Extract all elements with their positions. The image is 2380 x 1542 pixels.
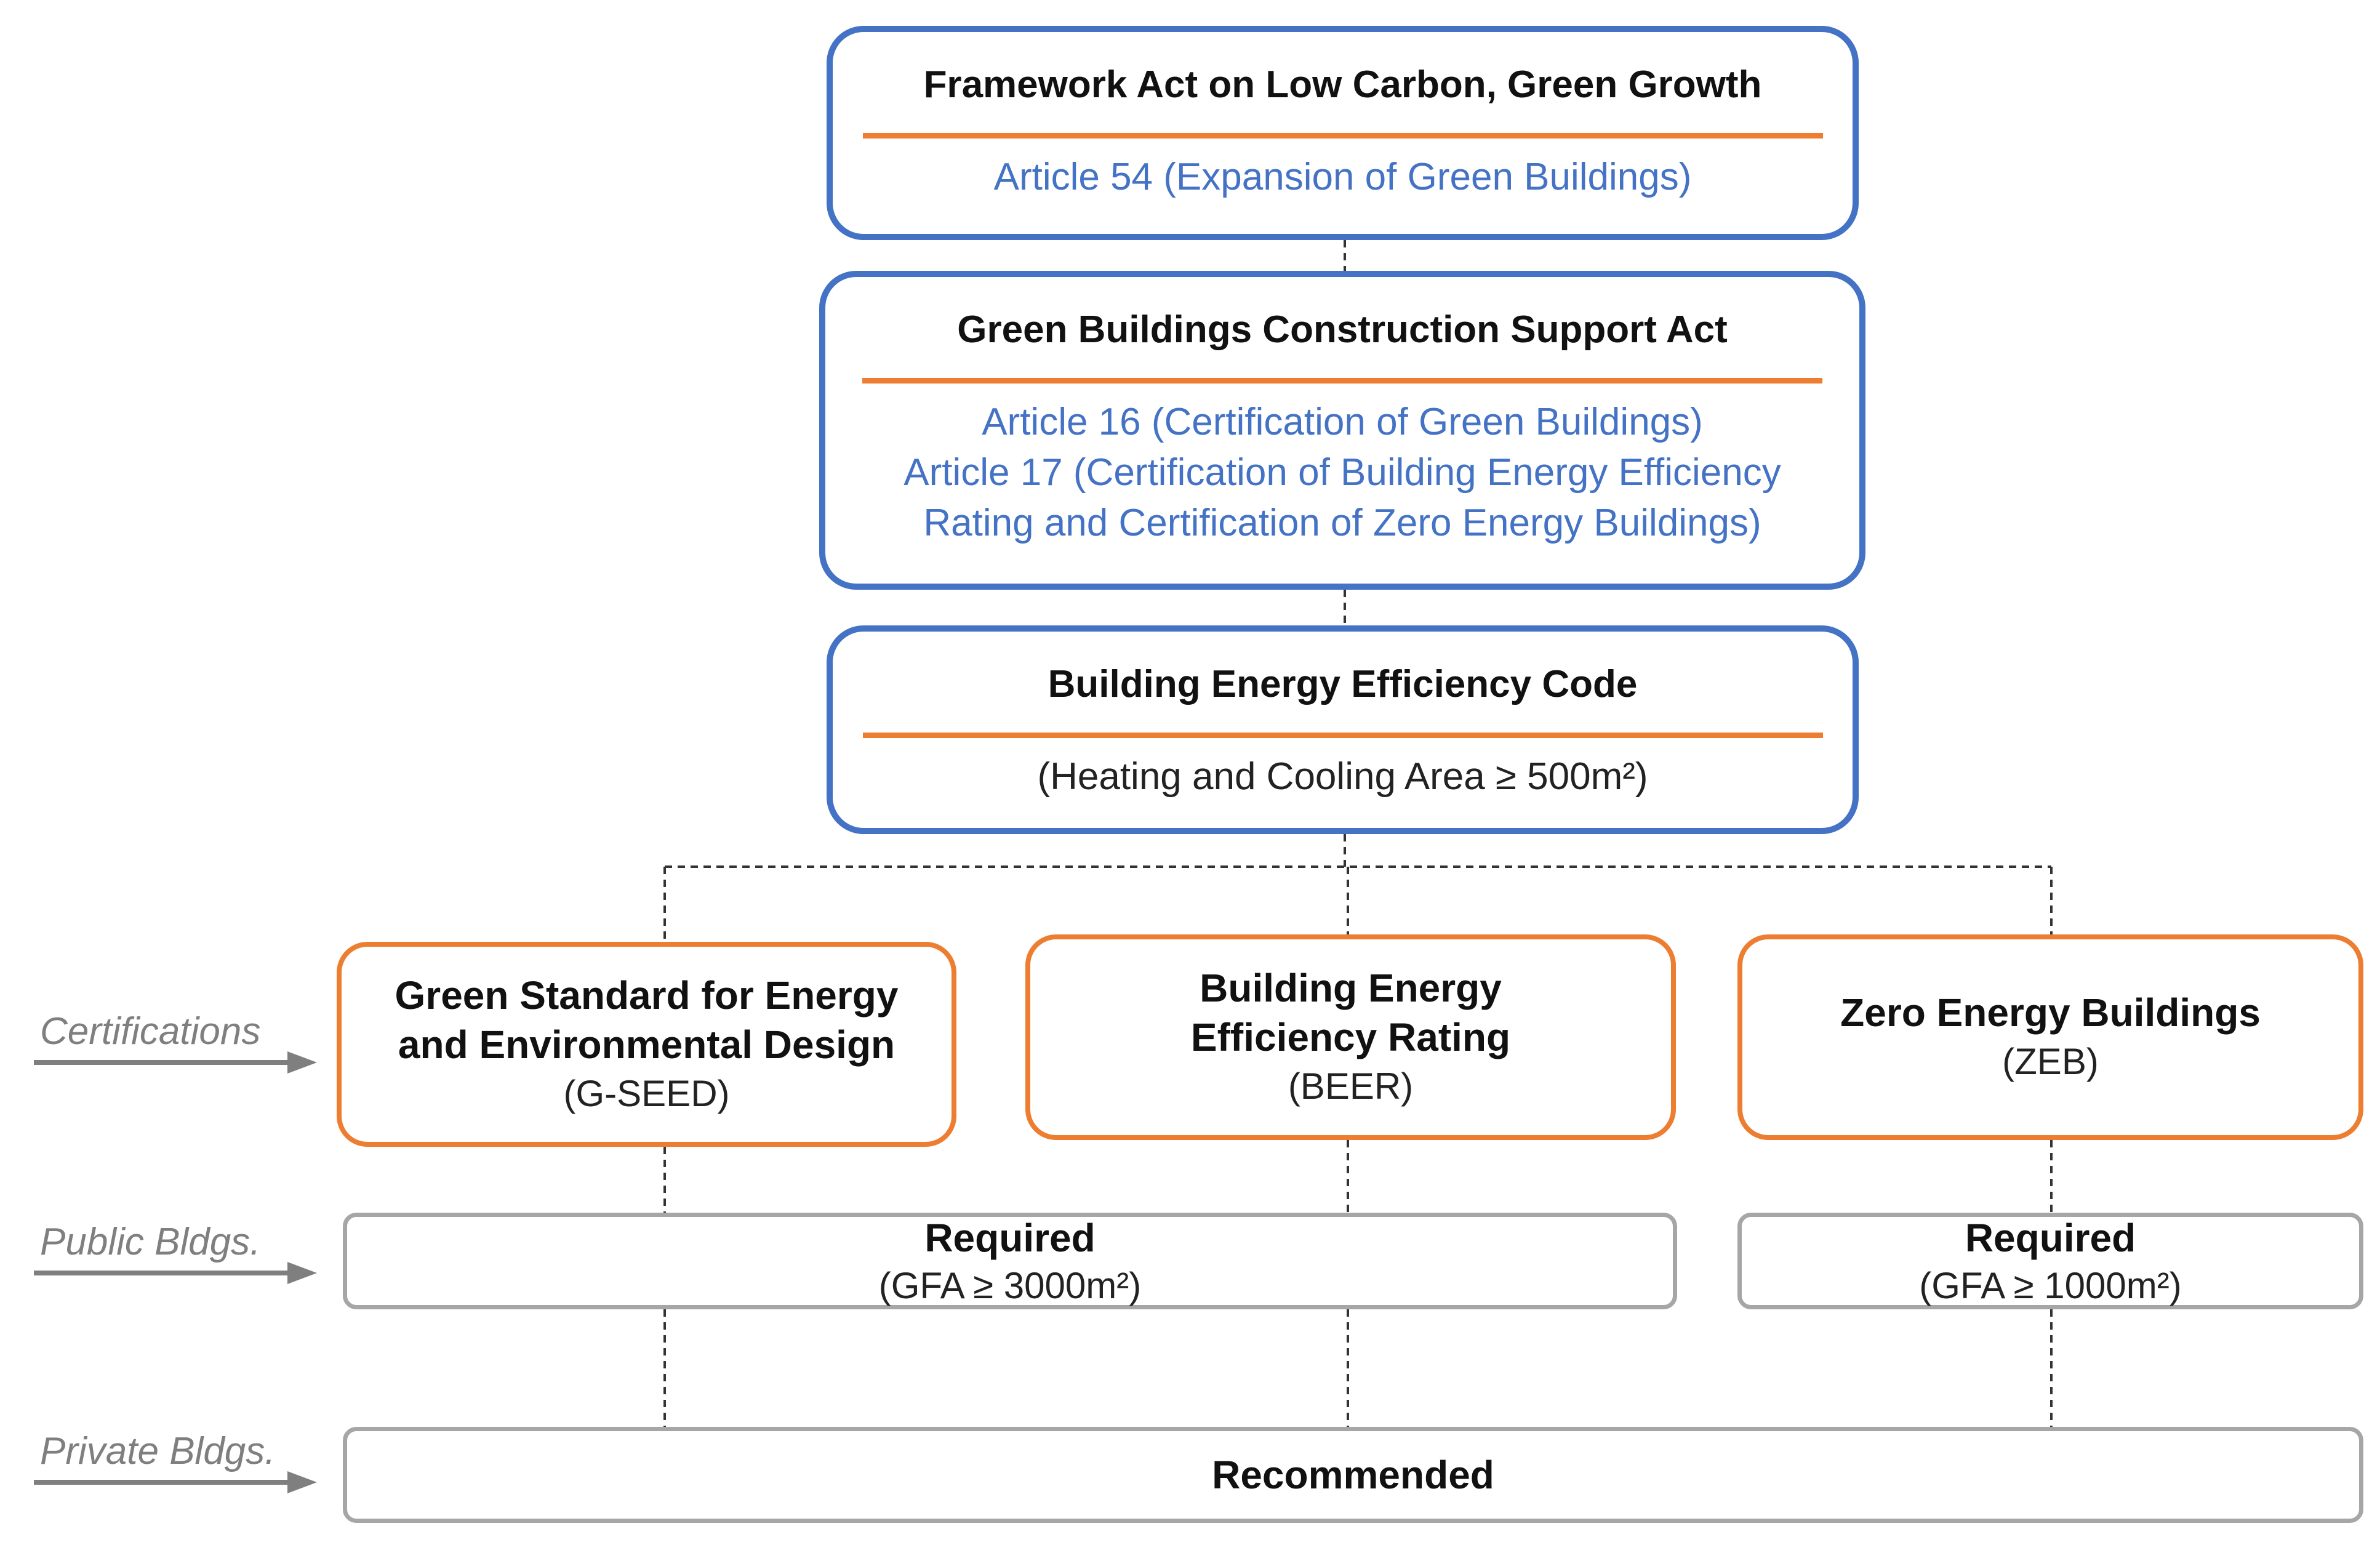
framework-act-title: Framework Act on Low Carbon, Green Growt…	[923, 63, 1762, 106]
public-zeb-requirement-status: Required	[1965, 1215, 2136, 1260]
gseed-certification-box: Green Standard for Energy and Environmen…	[337, 942, 956, 1147]
framework-act-box: Framework Act on Low Carbon, Green Growt…	[827, 26, 1859, 240]
certifications-arrow-icon	[34, 1051, 317, 1074]
public-requirement-zeb-box: Required (GFA ≥ 1000m²)	[1737, 1213, 2363, 1309]
zeb-title: Zero Energy Buildings	[1840, 990, 2261, 1035]
private-recommendation-box: Recommended	[343, 1427, 2363, 1523]
beer-abbreviation: (BEER)	[1288, 1066, 1414, 1107]
support-act-article-17-line2: Rating and Certification of Zero Energy …	[923, 502, 1761, 544]
energy-code-divider	[862, 733, 1823, 738]
public-requirement-gseed-beer-box: Required (GFA ≥ 3000m²)	[343, 1213, 1677, 1309]
zeb-certification-box: Zero Energy Buildings (ZEB)	[1737, 934, 2363, 1140]
framework-act-divider	[862, 133, 1823, 139]
public-bldgs-label: Public Bldgs.	[40, 1221, 261, 1263]
row-label-private-bldgs: Private Bldgs.	[34, 1428, 329, 1496]
support-act-divider	[862, 378, 1822, 383]
gseed-title-line2: and Environmental Design	[398, 1022, 896, 1067]
certifications-label: Certifications	[40, 1010, 261, 1053]
green-buildings-support-act-box: Green Buildings Construction Support Act…	[819, 271, 1865, 590]
support-act-article-16: Article 16 (Certification of Green Build…	[982, 401, 1703, 443]
row-label-public-bldgs: Public Bldgs.	[34, 1219, 329, 1287]
private-recommendation-status: Recommended	[1212, 1453, 1494, 1497]
framework-act-article-54: Article 54 (Expansion of Green Buildings…	[993, 156, 1692, 198]
row-label-certifications: Certifications	[34, 1008, 329, 1076]
energy-code-title: Building Energy Efficiency Code	[1048, 663, 1638, 705]
gseed-abbreviation: (G-SEED)	[563, 1072, 730, 1114]
private-bldgs-arrow-icon	[34, 1471, 317, 1493]
energy-efficiency-code-box: Building Energy Efficiency Code (Heating…	[827, 625, 1859, 834]
public-bldgs-arrow-icon	[34, 1262, 317, 1284]
gseed-title-line1: Green Standard for Energy	[395, 973, 899, 1018]
zeb-abbreviation: (ZEB)	[2002, 1041, 2099, 1082]
beer-title-line2: Efficiency Rating	[1190, 1015, 1511, 1059]
public-zeb-requirement-threshold: (GFA ≥ 1000m²)	[1919, 1264, 2182, 1306]
support-act-article-17-line1: Article 17 (Certification of Building En…	[904, 451, 1781, 494]
private-bldgs-label: Private Bldgs.	[40, 1430, 276, 1472]
beer-certification-box: Building Energy Efficiency Rating (BEER)	[1025, 934, 1676, 1140]
support-act-title: Green Buildings Construction Support Act	[957, 308, 1728, 351]
energy-code-area-threshold: (Heating and Cooling Area ≥ 500m²)	[1037, 755, 1648, 798]
beer-title-line1: Building Energy	[1200, 966, 1502, 1010]
public-requirement-threshold: (GFA ≥ 3000m²)	[878, 1264, 1142, 1306]
public-requirement-status: Required	[924, 1215, 1096, 1260]
